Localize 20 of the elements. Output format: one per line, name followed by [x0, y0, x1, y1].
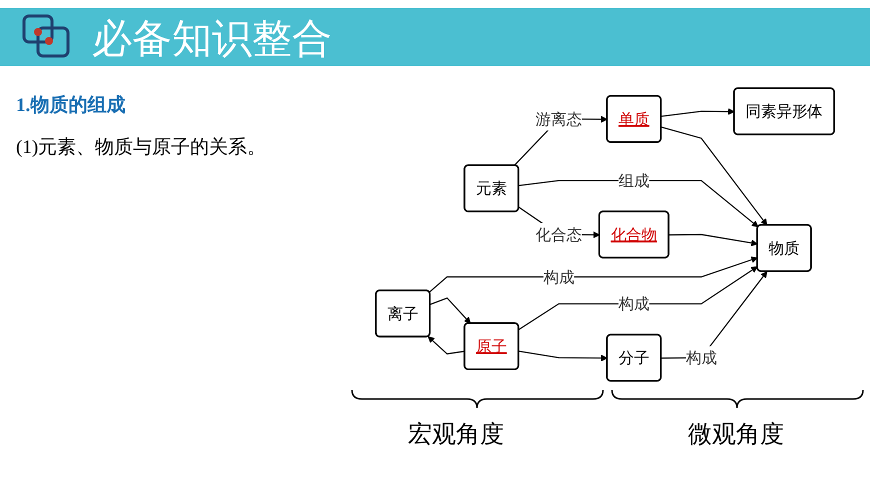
- arrow: [518, 350, 608, 362]
- edge-label: 组成: [618, 171, 650, 190]
- arrow: [661, 108, 735, 117]
- arrow: [428, 336, 465, 354]
- arrow: [428, 256, 758, 293]
- section-heading: 1.物质的组成: [16, 94, 126, 118]
- edge-label: 构成: [686, 348, 717, 367]
- edge-label: 构成: [543, 268, 574, 286]
- brace-label: 微观角度: [688, 420, 784, 450]
- arrow: [661, 126, 768, 226]
- brace-label: 宏观角度: [408, 420, 504, 450]
- arrow: [430, 297, 471, 324]
- subheading: (1)元素、物质与原子的关系。: [16, 136, 266, 160]
- arrow: [518, 266, 758, 330]
- edge-label: 构成: [618, 294, 650, 314]
- title: 必备知识整合: [92, 15, 332, 64]
- edge-label: 游离态: [536, 110, 582, 128]
- edge-label: 化合态: [536, 225, 582, 244]
- arrow: [668, 234, 758, 246]
- arrow: [518, 180, 758, 228]
